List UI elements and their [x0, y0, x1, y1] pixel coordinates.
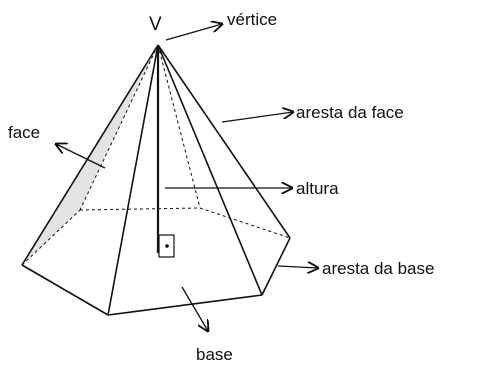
arrow-aresta-da-face [221, 112, 293, 123]
arrow-base [181, 286, 208, 331]
base-label: base [196, 345, 233, 364]
hidden-lateral-edges [79, 44, 201, 211]
pointer-arrows [56, 24, 318, 331]
aresta-da-face-label: aresta da face [296, 103, 404, 122]
visible-lateral-edges [21, 44, 291, 316]
arrow-aresta-da-base [277, 266, 318, 268]
vertice-label: vértice [227, 10, 277, 29]
visible-base-edges [21, 237, 291, 316]
right-angle-marker [158, 234, 175, 258]
arrow-vertice [165, 24, 222, 41]
altura-label: altura [296, 179, 339, 198]
face-label: face [8, 123, 40, 142]
arrow-face [56, 144, 106, 169]
aresta-da-base-label: aresta da base [322, 259, 434, 278]
vertex-letter-label: V [149, 14, 162, 35]
hidden-base-edges [21, 207, 291, 266]
